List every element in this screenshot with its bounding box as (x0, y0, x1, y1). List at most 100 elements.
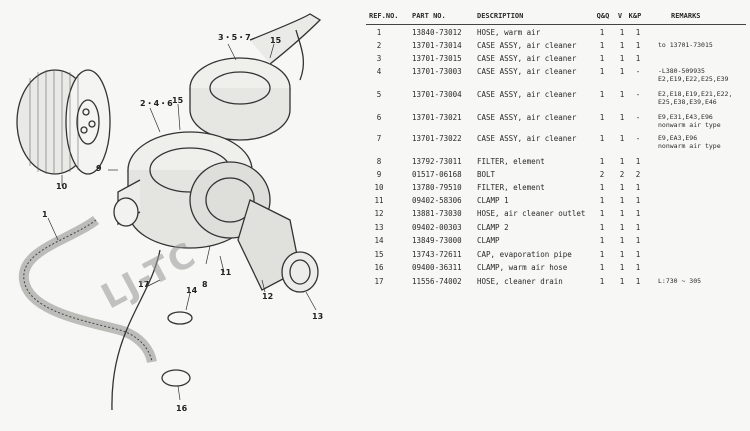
cell-ref: 8 (376, 157, 382, 166)
cell-qty-kp: - (635, 67, 641, 76)
drain-hose-drawing (111, 249, 161, 411)
cell-qty-kp: 1 (635, 250, 641, 259)
cell-qty-qq: 1 (599, 183, 605, 192)
cell-part-no: 11556-74002 (412, 277, 462, 286)
cell-qty-kp: - (635, 90, 641, 99)
cell-ref: 7 (376, 134, 382, 143)
cell-qty-kp: 1 (635, 209, 641, 218)
cell-qty-v: 1 (619, 67, 625, 76)
cell-ref: 10 (374, 183, 384, 192)
table-header: REF.NO. PART NO. DESCRIPTION Q&Q V K&P R… (366, 12, 746, 25)
cell-ref: 12 (374, 209, 384, 218)
cell-qty-qq: 1 (599, 236, 605, 245)
cell-description: CASE ASSY, air cleaner (477, 90, 577, 99)
cell-ref: 6 (376, 113, 382, 122)
cell-qty-kp: 1 (635, 28, 641, 37)
cell-qty-qq: 1 (599, 277, 605, 286)
cell-part-no: 13780-79510 (412, 183, 462, 192)
header-qq: Q&Q (596, 12, 610, 20)
cell-description: CASE ASSY, air cleaner (477, 113, 577, 122)
cell-qty-qq: 1 (599, 28, 605, 37)
callout-17: 17 (138, 280, 150, 289)
cell-qty-qq: 1 (599, 113, 605, 122)
cell-qty-v: 1 (619, 157, 625, 166)
cell-qty-qq: 1 (599, 223, 605, 232)
cell-qty-qq: 1 (599, 134, 605, 143)
cell-qty-v: 1 (619, 90, 625, 99)
cell-part-no: 13840-73012 (412, 28, 462, 37)
cell-description: HOSE, warm air (477, 28, 541, 37)
callout-10: 10 (56, 182, 68, 191)
cell-qty-v: 1 (619, 250, 625, 259)
callout-2-4-6: 2・4・6 (140, 99, 173, 108)
header-kp: K&P (628, 12, 642, 20)
cell-part-no: 13849-73000 (412, 236, 462, 245)
cell-qty-qq: 1 (599, 209, 605, 218)
cell-qty-kp: 1 (635, 263, 641, 272)
cell-description: CLAMP (477, 236, 500, 245)
cell-description: CLAMP 2 (477, 223, 509, 232)
cell-description: CASE ASSY, air cleaner (477, 134, 577, 143)
cell-qty-kp: 1 (635, 183, 641, 192)
cell-qty-v: 1 (619, 196, 625, 205)
cell-qty-kp: 1 (635, 223, 641, 232)
cell-qty-kp: 2 (635, 170, 641, 179)
cell-description: FILTER, element (477, 183, 545, 192)
cell-qty-v: 1 (619, 134, 625, 143)
cell-qty-qq: 1 (599, 67, 605, 76)
cell-part-no: 13743-72611 (412, 250, 462, 259)
outlet-hose-drawing (237, 199, 319, 293)
cell-description: CASE ASSY, air cleaner (477, 54, 577, 63)
cell-remarks: -L380-509935 E2,E19,E22,E25,E39 (658, 67, 729, 83)
cell-part-no: 13701-73003 (412, 67, 462, 76)
callout-8: 8 (202, 280, 208, 289)
cell-ref: 5 (376, 90, 382, 99)
cell-qty-kp: 1 (635, 157, 641, 166)
lower-case-drawing (113, 131, 271, 249)
callout-1: 1 (42, 210, 48, 219)
cell-description: CAP, evaporation pipe (477, 250, 572, 259)
callout-15-upper: 15 (270, 36, 282, 45)
cell-qty-v: 1 (619, 277, 625, 286)
diagram-drawing (16, 13, 322, 411)
cell-part-no: 09402-58306 (412, 196, 462, 205)
callout-11: 11 (220, 268, 232, 277)
cell-remarks: to 13701-73015 (658, 41, 713, 49)
cell-ref: 17 (374, 277, 384, 286)
cell-qty-qq: 2 (599, 170, 605, 179)
table-row: 1 13840-73012 HOSE, warm air 1 1 1 (366, 28, 746, 39)
cell-qty-v: 2 (619, 170, 625, 179)
cell-remarks: E9,EA3,E96 nonwarm air type (658, 134, 721, 150)
cell-qty-v: 1 (619, 263, 625, 272)
callout-16: 16 (176, 404, 188, 413)
cell-qty-qq: 1 (599, 41, 605, 50)
cell-qty-v: 1 (619, 209, 625, 218)
cell-description: CASE ASSY, air cleaner (477, 67, 577, 76)
cell-ref: 1 (376, 28, 382, 37)
cell-remarks: E9,E31,E43,E96 nonwarm air type (658, 113, 721, 129)
warm-air-clamp-drawing (161, 369, 191, 387)
upper-case-drawing (189, 13, 322, 141)
cell-description: HOSE, cleaner drain (477, 277, 563, 286)
cell-qty-kp: 1 (635, 196, 641, 205)
cell-qty-kp: 1 (635, 54, 641, 63)
header-part-no: PART NO. (412, 12, 446, 20)
callout-12: 12 (262, 292, 274, 301)
cell-description: FILTER, element (477, 157, 545, 166)
cell-part-no: 13792-73011 (412, 157, 462, 166)
callout-13: 13 (312, 312, 324, 321)
cell-qty-v: 1 (619, 28, 625, 37)
cell-part-no: 13701-73022 (412, 134, 462, 143)
cell-part-no: 13701-73014 (412, 41, 462, 50)
warm-air-hose-drawing (18, 215, 157, 364)
cell-qty-v: 1 (619, 223, 625, 232)
